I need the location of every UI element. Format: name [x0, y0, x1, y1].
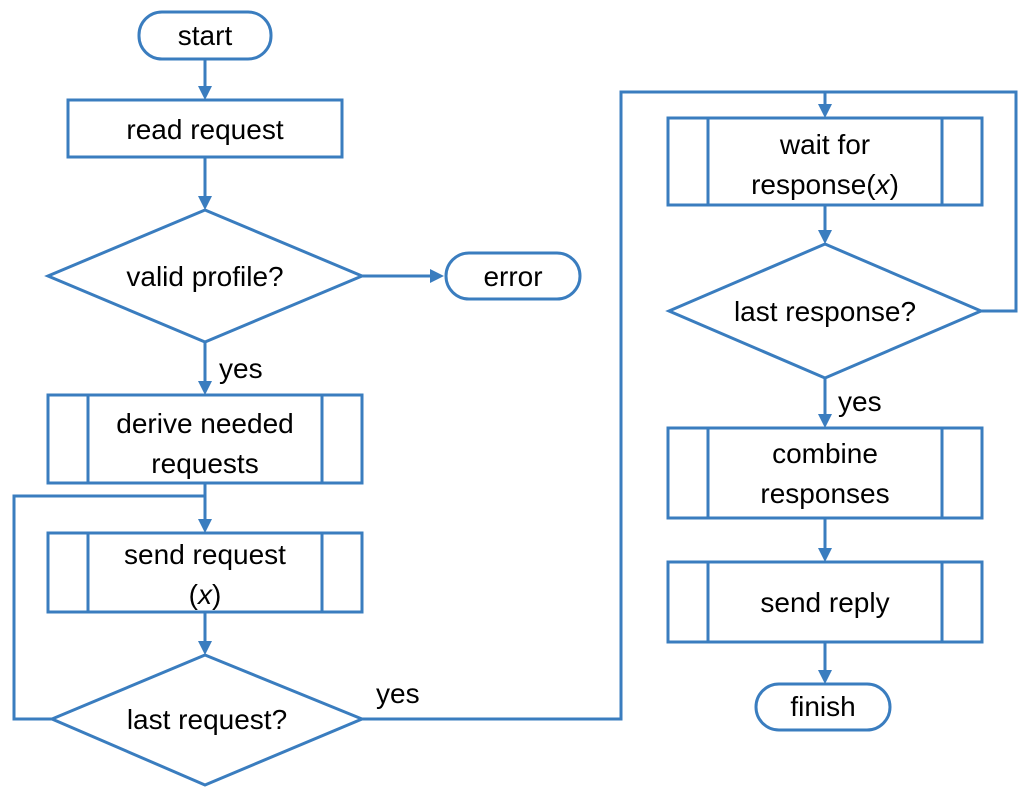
- wait-response-variable: x: [874, 169, 891, 200]
- arrowhead: [198, 641, 212, 655]
- node-last-response: last response?: [665, 242, 985, 380]
- edge-last-response-loop: [825, 90, 1018, 313]
- node-wait-for-response: wait for response(x): [666, 116, 984, 207]
- error-label: error: [483, 261, 542, 292]
- subprocess-shape: [666, 560, 984, 644]
- edge-label-yes: yes: [219, 353, 263, 384]
- arrowhead: [198, 86, 212, 100]
- arrowhead: [818, 230, 832, 244]
- arrowhead: [198, 381, 212, 395]
- combine-label-line2: responses: [760, 478, 889, 509]
- wait-label-line1: wait for: [779, 129, 870, 160]
- node-error: error: [444, 251, 582, 301]
- node-send-request: send request (x): [46, 531, 364, 614]
- valid-profile-label: valid profile?: [126, 261, 283, 292]
- terminator-shape: [444, 251, 582, 301]
- arrowhead: [818, 414, 832, 428]
- node-start: start: [137, 10, 273, 61]
- arrowhead: [818, 104, 832, 118]
- wait-response-close: ): [890, 169, 899, 200]
- edge-last-request-loop: [12, 494, 205, 721]
- subprocess-shape: [666, 116, 984, 207]
- subprocess-shape: [46, 531, 364, 614]
- read-request-label: read request: [126, 114, 283, 145]
- decision-shape: [48, 653, 366, 787]
- node-combine-responses: combine responses: [666, 426, 984, 520]
- decision-shape: [665, 242, 985, 380]
- node-valid-profile: valid profile?: [44, 208, 366, 344]
- arrowhead: [198, 196, 212, 210]
- connectors: [12, 59, 1018, 721]
- finish-label: finish: [790, 691, 855, 722]
- node-last-request: last request?: [48, 653, 366, 787]
- derive-label-line1: derive needed: [116, 408, 293, 439]
- send-request-label-line1: send request: [124, 539, 286, 570]
- wait-response-prefix: response(: [751, 169, 876, 200]
- arrowhead: [818, 548, 832, 562]
- edge-label-yes: yes: [838, 386, 882, 417]
- last-request-label: last request?: [127, 704, 287, 735]
- terminator-shape: [754, 682, 892, 732]
- arrowhead: [198, 519, 212, 533]
- node-finish: finish: [754, 682, 892, 732]
- process-shape: [66, 98, 344, 159]
- node-send-reply: send reply: [666, 560, 984, 644]
- decision-shape: [44, 208, 366, 344]
- node-derive-requests: derive needed requests: [46, 393, 364, 485]
- derive-label-line2: requests: [151, 448, 258, 479]
- node-read-request: read request: [66, 98, 344, 159]
- send-request-label-line2: (x): [189, 579, 222, 610]
- arrowhead: [818, 670, 832, 684]
- edge-last-request-yes: [362, 90, 827, 721]
- edge-label-yes: yes: [376, 678, 420, 709]
- combine-label-line1: combine: [772, 438, 878, 469]
- send-request-close-paren: ): [212, 579, 221, 610]
- send-request-variable: x: [196, 579, 213, 610]
- subprocess-shape: [46, 393, 364, 485]
- terminator-shape: [137, 10, 273, 61]
- last-response-label: last response?: [734, 296, 916, 327]
- send-request-open-paren: (: [189, 579, 199, 610]
- send-reply-label: send reply: [760, 587, 889, 618]
- subprocess-shape: [666, 426, 984, 520]
- arrowhead: [430, 269, 444, 283]
- wait-label-line2: response(x): [751, 169, 899, 200]
- start-label: start: [178, 20, 233, 51]
